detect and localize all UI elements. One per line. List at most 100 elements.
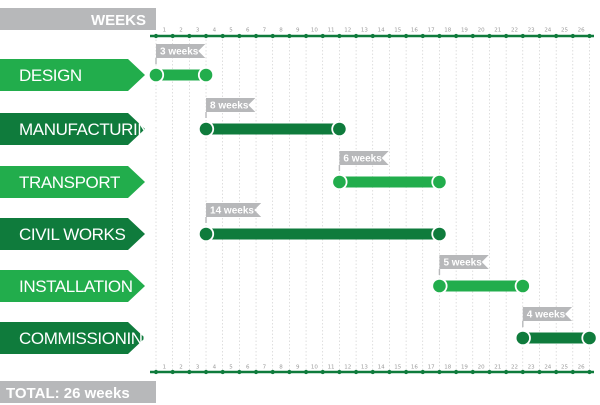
axis-top-dot xyxy=(153,33,159,39)
axis-top-tick-label: 9 xyxy=(296,28,300,34)
axis-top-dot xyxy=(570,33,575,39)
task-end-node xyxy=(331,120,348,138)
task-name-banner xyxy=(0,322,145,354)
axis-bottom-dot xyxy=(587,369,592,375)
weeks-header: WEEKS xyxy=(0,8,156,30)
total-footer-banner xyxy=(0,381,156,403)
axis-bottom-tick-label: 11 xyxy=(328,365,335,371)
axis-top-tick-label: 22 xyxy=(511,28,518,34)
task-start-node xyxy=(197,225,215,243)
axis-bottom-dot xyxy=(370,369,375,375)
axis-top-dot xyxy=(520,33,525,39)
axis-top-dot xyxy=(220,33,225,39)
axis-top-dot xyxy=(420,33,425,39)
axis-bottom-dot xyxy=(220,369,225,375)
task-start-node xyxy=(197,120,215,138)
axis-top-dot xyxy=(287,33,292,39)
axis-bottom-tick-label: 24 xyxy=(544,365,551,371)
axis-bottom-tick-label: 6 xyxy=(246,365,250,371)
axis-bottom-tick-label: 22 xyxy=(511,365,518,371)
task-start-node xyxy=(514,329,531,347)
axis-bottom-tick-label: 5 xyxy=(229,365,233,371)
task-name-banner xyxy=(0,270,145,302)
axis-bottom-dot xyxy=(487,369,492,375)
axis-bottom-dot xyxy=(320,369,325,375)
axis-top-tick-label: 5 xyxy=(229,28,233,34)
axis-top-tick-label: 20 xyxy=(478,28,485,34)
axis-top-dot xyxy=(187,33,192,39)
axis-top-dot xyxy=(303,33,309,39)
axis-bottom-dot xyxy=(570,369,575,375)
duration-flag xyxy=(206,203,262,217)
task-name-label: COMMISSIONING xyxy=(19,329,155,348)
duration-flag xyxy=(339,151,389,165)
axis-top-dot xyxy=(170,33,175,39)
axis-top-dot xyxy=(253,33,259,39)
axis-top-dot xyxy=(270,33,275,39)
task-start-node xyxy=(147,66,165,84)
axis-top-tick-label: 6 xyxy=(246,28,250,34)
axis-bottom-dot xyxy=(153,369,159,375)
axis-top-tick-label: 25 xyxy=(561,28,568,34)
axis-top-dot xyxy=(320,33,325,39)
axis-bottom-tick-label: 8 xyxy=(279,365,283,371)
axis-bottom-dot xyxy=(237,369,242,375)
axis-bottom-tick-label: 14 xyxy=(378,365,385,371)
weeks-header-banner xyxy=(0,8,156,30)
axis-top-tick-label: 13 xyxy=(361,28,368,34)
axis-top-tick-label: 26 xyxy=(578,28,585,34)
axis-top-tick-label: 8 xyxy=(279,28,283,34)
axis-top-dot xyxy=(337,33,342,39)
weeks-header-label: WEEKS xyxy=(91,12,146,29)
axis-bottom-dot xyxy=(270,369,275,375)
duration-label: 5 weeks xyxy=(443,258,482,269)
total-footer: TOTAL: 26 weeks xyxy=(0,381,156,403)
axis-top-tick-label: 11 xyxy=(328,28,335,34)
axis-top-tick-label: 10 xyxy=(311,28,318,34)
axis-bottom-dot xyxy=(303,369,309,375)
task-end-node xyxy=(431,225,448,243)
axis-top-tick-label: 19 xyxy=(461,28,468,34)
duration-label: 3 weeks xyxy=(160,47,199,58)
axis-bottom-dot xyxy=(187,369,192,375)
task-start-node xyxy=(431,277,448,295)
task-row: DESIGN 3 weeks xyxy=(0,44,215,91)
axis-bottom-tick-label: 1 xyxy=(163,365,167,371)
task-start-node xyxy=(331,173,348,191)
axis-top-tick-label: 16 xyxy=(411,28,418,34)
task-name-label: DESIGN xyxy=(19,66,82,85)
axis-bottom-tick-label: 18 xyxy=(444,365,451,371)
task-end-node xyxy=(431,173,448,191)
axis-top-dot xyxy=(470,33,475,39)
task-name-banner xyxy=(0,218,145,250)
axis-top-tick-label: 2 xyxy=(179,28,183,34)
total-footer-label: TOTAL: 26 weeks xyxy=(6,385,130,402)
axis-top-tick-label: 15 xyxy=(394,28,401,34)
axis-bottom-tick-label: 9 xyxy=(296,365,300,371)
task-name-banner xyxy=(0,59,145,91)
axis-top-dot xyxy=(403,33,409,39)
axis-top-dot xyxy=(487,33,492,39)
axis-bottom-tick-label: 16 xyxy=(411,365,418,371)
axis-top-tick-label: 18 xyxy=(444,28,451,34)
axis-bottom-tick-label: 13 xyxy=(361,365,368,371)
axis-bottom-tick-label: 12 xyxy=(344,365,351,371)
axis-bottom-dot xyxy=(203,369,209,375)
duration-label: 8 weeks xyxy=(210,101,249,112)
axis-bottom-dot xyxy=(337,369,342,375)
axis-bottom-tick-label: 20 xyxy=(478,365,485,371)
duration-flag xyxy=(439,255,489,269)
axis-top-dot xyxy=(353,33,359,39)
axis-bottom-tick-label: 15 xyxy=(394,365,401,371)
task-name-label: CIVIL WORKS xyxy=(19,225,125,244)
axis-bottom-dot xyxy=(454,369,459,375)
task-name-banner xyxy=(0,113,145,145)
axis-bottom-tick-label: 19 xyxy=(461,365,468,371)
axis-top-dot xyxy=(370,33,375,39)
task-end-node xyxy=(581,329,598,347)
